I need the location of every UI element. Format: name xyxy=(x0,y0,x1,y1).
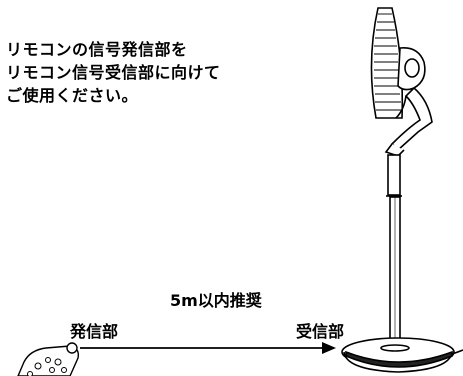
instruction-line-1: リモコンの信号発信部を xyxy=(6,40,188,59)
instruction-line-2: リモコン信号受信部に向けて xyxy=(6,63,221,82)
receiver-label: 受信部 xyxy=(296,322,345,341)
standing-fan-icon xyxy=(341,7,463,373)
remote-control-icon xyxy=(17,342,80,376)
fan-head xyxy=(370,7,426,119)
instruction-text: リモコンの信号発信部を リモコン信号受信部に向けて ご使用ください。 xyxy=(6,38,221,107)
fan-pole xyxy=(386,154,402,346)
fan-base xyxy=(341,337,463,373)
transmitter-label: 発信部 xyxy=(70,322,119,341)
distance-label: 5m以内推奨 xyxy=(170,291,262,310)
instruction-line-3: ご使用ください。 xyxy=(6,86,139,105)
right-arrow-icon xyxy=(80,342,336,354)
fan-neck xyxy=(384,86,433,157)
